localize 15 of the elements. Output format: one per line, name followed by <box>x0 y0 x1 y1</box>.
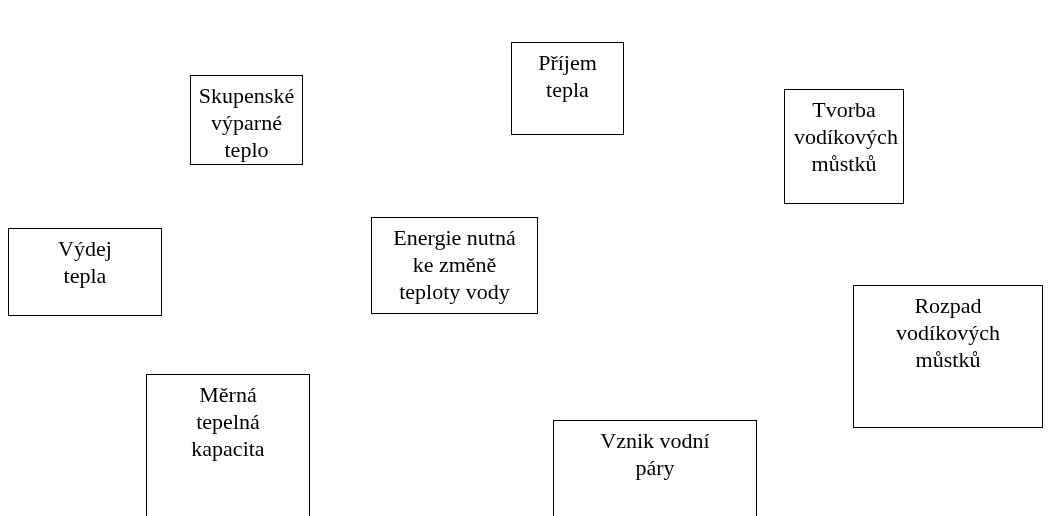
concept-text: Vznik vodní páry <box>599 427 711 482</box>
concept-box <box>511 42 624 135</box>
concept-box <box>190 75 303 165</box>
concept-box <box>8 228 162 316</box>
concept-box <box>853 285 1043 428</box>
concept-box <box>371 217 538 314</box>
concept-box <box>784 89 904 204</box>
concept-text: Skupenské výparné teplo <box>197 82 296 164</box>
concept-text: Rozpad vodíkových můstků <box>895 292 1001 374</box>
concept-text: Energie nutná ke změně teploty vody <box>392 224 517 306</box>
concept-box <box>146 374 310 516</box>
concept-text: Výdej tepla <box>57 235 113 290</box>
concept-text: Příjem tepla <box>537 49 598 104</box>
concept-text: Měrná tepelná kapacita <box>190 381 266 463</box>
concept-box <box>553 420 757 516</box>
